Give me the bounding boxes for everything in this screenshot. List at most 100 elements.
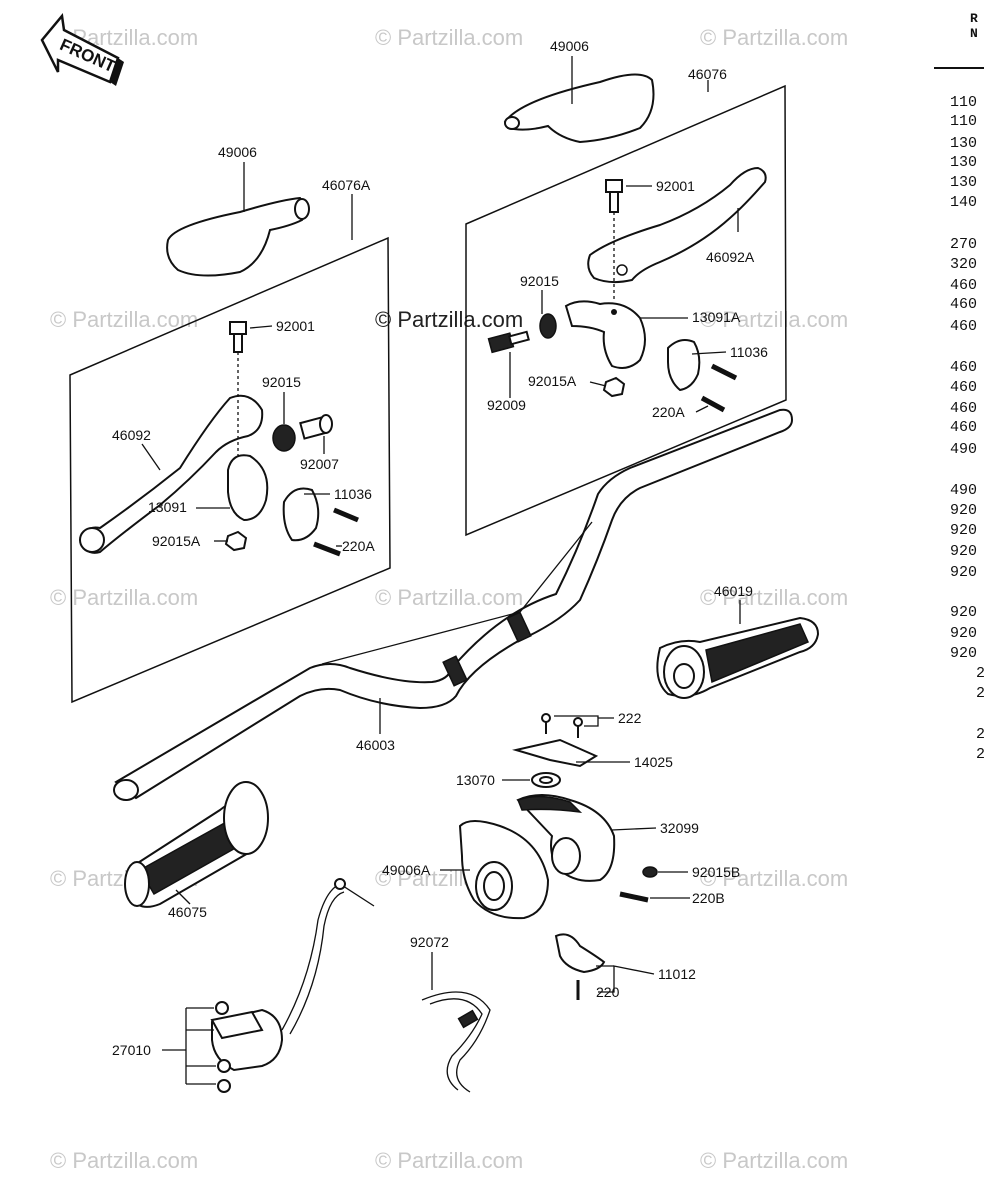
ref-row: 2 [976, 746, 984, 763]
ref-row: 920 [950, 625, 977, 642]
part-labels: 49006 46076 92001 46092A 92015 13091A 11… [112, 38, 768, 1058]
ref-row: 490 [950, 441, 977, 458]
screw-220A-right [700, 395, 726, 413]
left-lever-assembly-box [69, 236, 391, 704]
ref-row: 460 [950, 379, 977, 396]
label-32099: 32099 [660, 820, 699, 836]
label-49006A: 49006A [382, 862, 431, 878]
label-92015-left: 92015 [262, 374, 301, 390]
front-arrow-icon: FRONT [40, 13, 124, 86]
label-92015B: 92015B [692, 864, 740, 880]
watermark-center: © Partzilla.com [375, 307, 523, 332]
screws-222 [541, 713, 583, 738]
label-220A-left: 220A [342, 538, 375, 554]
ref-row: 270 [950, 236, 977, 253]
label-92001-left: 92001 [276, 318, 315, 334]
ref-row: 130 [950, 174, 977, 191]
clamp-13091A [564, 300, 646, 369]
ref-row: 920 [950, 522, 977, 539]
bracket-11036-right [667, 339, 701, 392]
label-220: 220 [596, 984, 620, 1000]
reference-column: R N 110 110 130 130 130 140 270 320 460 … [934, 11, 984, 763]
lever-46092A [587, 166, 767, 284]
ref-row: 110 [950, 113, 977, 130]
label-14025: 14025 [634, 754, 673, 770]
watermarks: © Partzilla.com © Partzilla.com © Partzi… [50, 25, 848, 1173]
ref-row: 920 [950, 564, 977, 581]
bolt-92009 [487, 330, 530, 354]
label-92001-right: 92001 [656, 178, 695, 194]
lever-46092 [78, 394, 264, 554]
label-220A-right: 220A [652, 404, 685, 420]
watermark: © Partzilla.com [700, 866, 848, 891]
plate-14025 [512, 738, 599, 768]
label-92015-right: 92015 [520, 273, 559, 289]
ref-row: 320 [950, 256, 977, 273]
label-13070: 13070 [456, 772, 495, 788]
label-46076A: 46076A [322, 177, 371, 193]
label-46092: 46092 [112, 427, 151, 443]
watermark: © Partzilla.com [700, 25, 848, 50]
lever-cover-left [166, 196, 310, 277]
ref-row: 2 [976, 685, 984, 702]
band-92072 [421, 991, 491, 1093]
label-13091: 13091 [148, 499, 187, 515]
label-222: 222 [618, 710, 642, 726]
watermark: © Partzilla.com [375, 1148, 523, 1173]
ref-row: 460 [950, 318, 977, 335]
label-46092A: 46092A [706, 249, 755, 265]
ref-row: 490 [950, 482, 977, 499]
adjuster-92015-left [272, 424, 296, 452]
screw-220A-left-lower [313, 541, 341, 557]
handlebar-46003 [113, 408, 794, 801]
label-11036-left: 11036 [334, 486, 372, 502]
ref-row: 920 [950, 604, 977, 621]
screw-11036-right [710, 363, 738, 381]
watermark: © Partzilla.com [700, 307, 848, 332]
leader-lines [141, 56, 741, 1085]
switch-27010 [210, 878, 375, 1093]
ref-row: 2 [976, 665, 984, 682]
clamp-13091 [227, 454, 269, 522]
bolt-92007 [299, 414, 333, 440]
nut-92015B [642, 866, 658, 878]
watermark: © Partzilla.com [50, 307, 198, 332]
label-46076: 46076 [688, 66, 727, 82]
bolt-92001-right [605, 179, 623, 300]
label-92072: 92072 [410, 934, 449, 950]
watermark: © Partzilla.com [375, 25, 523, 50]
ref-row: 460 [950, 277, 977, 294]
adjuster-92015-right [539, 313, 557, 339]
label-92015A-left: 92015A [152, 533, 201, 549]
watermark: © Partzilla.com [700, 585, 848, 610]
ref-row: 920 [950, 502, 977, 519]
watermark: © Partzilla.com [50, 1148, 198, 1173]
screw-220A-left-upper [333, 507, 359, 523]
label-220B: 220B [692, 890, 725, 906]
bracket-11036-left [282, 487, 320, 542]
grip-46019 [656, 616, 820, 699]
ref-row: 110 [950, 94, 977, 111]
label-11036-right: 11036 [730, 344, 768, 360]
right-lever-assembly-box [465, 84, 787, 537]
watermark: © Partzilla.com [50, 585, 198, 610]
label-49006-top: 49006 [550, 38, 589, 54]
label-13091A: 13091A [692, 309, 741, 325]
throttle-housing-32099 [516, 794, 616, 882]
label-46075: 46075 [168, 904, 207, 920]
label-11012: 11012 [658, 966, 696, 982]
label-49006-left: 49006 [218, 144, 257, 160]
throttle-cover-49006A [458, 820, 550, 920]
ref-row: 460 [950, 296, 977, 313]
label-46019: 46019 [714, 583, 753, 599]
label-92009: 92009 [487, 397, 526, 413]
ref-row: 460 [950, 419, 977, 436]
ref-row: 130 [950, 154, 977, 171]
ref-row: 140 [950, 194, 977, 211]
grip-46075 [124, 781, 269, 908]
washer-13070 [531, 772, 561, 788]
ref-header-n: N [970, 26, 978, 41]
bolt-92001-left [229, 321, 247, 480]
ref-row: 460 [950, 359, 977, 376]
